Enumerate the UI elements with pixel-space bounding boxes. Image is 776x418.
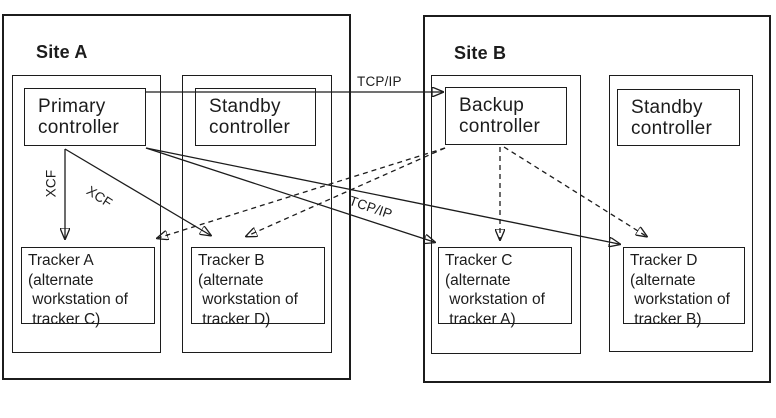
tracker-b-box: Tracker B (alternate workstation of trac… (191, 247, 325, 328)
primary-controller-label-line1: Primary (38, 96, 106, 117)
primary-controller-label-line2: controller (38, 117, 120, 138)
tracker-d-line1: Tracker D (630, 252, 698, 269)
tracker-d-line3: workstation of (630, 291, 730, 308)
tracker-d-box: Tracker D (alternate workstation of trac… (623, 247, 745, 328)
tracker-c-line2: (alternate (445, 271, 511, 289)
backup-controller-box: Backup controller (445, 87, 567, 145)
tracker-a-box: Tracker A (alternate workstation of trac… (21, 247, 155, 328)
tracker-b-line4: tracker D) (198, 310, 271, 328)
site-a-standby-controller-label-line2: controller (209, 117, 291, 138)
site-a-standby-controller-label-line1: Standby (209, 96, 281, 117)
tracker-d-line4: tracker B) (630, 310, 702, 328)
site-b-standby-controller-box: Standby controller (617, 89, 740, 146)
tracker-c-line3: workstation of (445, 291, 545, 308)
tracker-a-line3: workstation of (28, 291, 128, 308)
tracker-c-line1: Tracker C (445, 252, 513, 269)
tracker-b-line3: workstation of (198, 291, 298, 308)
site-b-standby-controller-label-line1: Standby (631, 97, 703, 118)
site-b-standby-controller-label-line2: controller (631, 118, 713, 139)
backup-controller-label-line1: Backup (459, 95, 525, 116)
tracker-d-line2: (alternate (630, 271, 696, 289)
site-a-label: Site A (36, 42, 88, 62)
tracker-c-box: Tracker C (alternate workstation of trac… (438, 247, 572, 328)
tracker-c-line4: tracker A) (445, 310, 516, 328)
tracker-b-line1: Tracker B (198, 252, 265, 269)
tcpip-label-top: TCP/IP (357, 74, 402, 89)
site-b-label: Site B (454, 43, 507, 63)
tcpip-label-middle: TCP/IP (347, 193, 395, 222)
tracker-a-line1: Tracker A (28, 252, 94, 269)
tracker-a-line4: tracker C) (28, 310, 101, 328)
xcf-label-vertical: XCF (43, 169, 59, 198)
primary-controller-box: Primary controller (24, 88, 146, 146)
tracker-b-line2: (alternate (198, 271, 264, 289)
tracker-a-line2: (alternate (28, 271, 94, 289)
site-a-standby-controller-box: Standby controller (195, 88, 316, 146)
backup-controller-label-line2: controller (459, 116, 541, 137)
